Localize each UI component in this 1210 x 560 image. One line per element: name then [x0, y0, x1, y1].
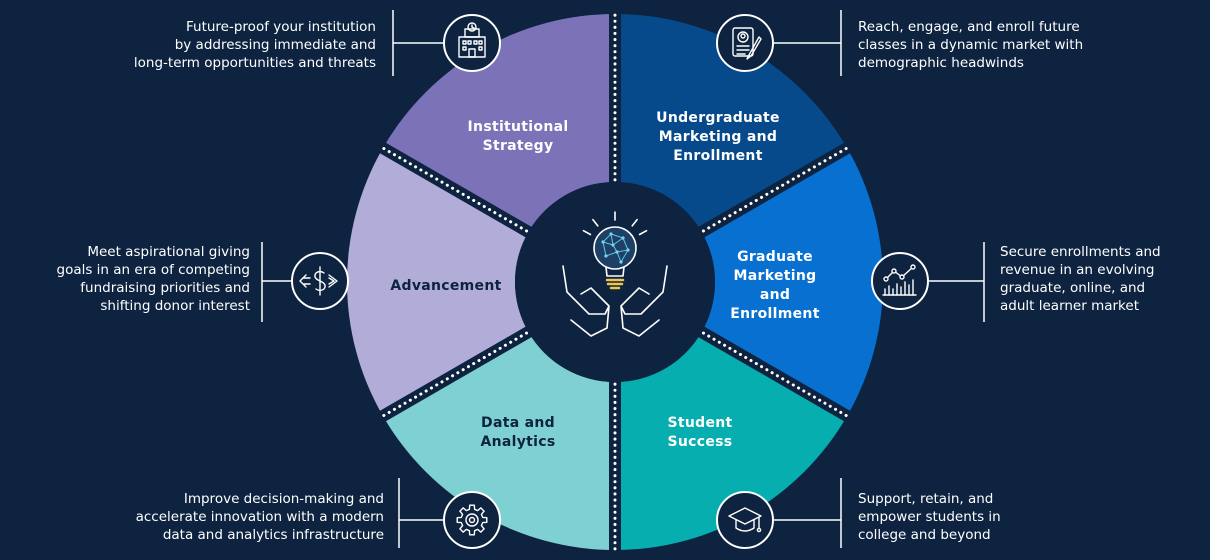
graduation-cap-icon [716, 491, 774, 549]
dotted-divider [696, 328, 853, 420]
segment-label-data-analytics: Data and Analytics [480, 415, 556, 450]
segment-advancement [346, 148, 529, 416]
description-student-success: Support, retain, and empower students in… [858, 491, 1001, 543]
dollar-transfer-icon [291, 252, 349, 310]
connector-data-analytics [398, 478, 444, 548]
segment-label-student-success: Student Success [667, 415, 733, 450]
description-graduate: Secure enrollments and revenue in an evo… [1000, 244, 1161, 314]
connector-student-success [773, 478, 842, 548]
segment-label-institutional-strategy: Institutional Strategy [467, 119, 569, 154]
dotted-divider [377, 328, 534, 420]
profile-document-icon [716, 14, 774, 72]
dotted-divider [377, 144, 534, 236]
connector-advancement [261, 242, 292, 322]
description-data-analytics: Improve decision-making and accelerate i… [135, 491, 384, 543]
connector-undergraduate [773, 10, 842, 76]
center-hub [515, 182, 715, 382]
growth-chart-icon [871, 252, 929, 310]
description-advancement: Meet aspirational giving goals in an era… [56, 244, 251, 314]
connector-institutional-strategy [392, 10, 444, 76]
dotted-divider [696, 144, 853, 236]
connector-graduate [928, 242, 985, 322]
gear-icon [443, 491, 501, 549]
description-institutional-strategy: Future-proof your institution by address… [133, 19, 376, 71]
segment-label-graduate: Graduate Marketing and Enrollment [730, 249, 820, 322]
description-undergraduate: Reach, engage, and enroll future classes… [858, 19, 1084, 71]
segment-label-advancement: Advancement [390, 278, 502, 294]
lightbulb-hands-icon [562, 211, 668, 337]
segment-label-undergraduate: Undergraduate Marketing and Enrollment [656, 110, 780, 164]
building-icon [443, 14, 501, 72]
segment-graduate [701, 148, 883, 416]
